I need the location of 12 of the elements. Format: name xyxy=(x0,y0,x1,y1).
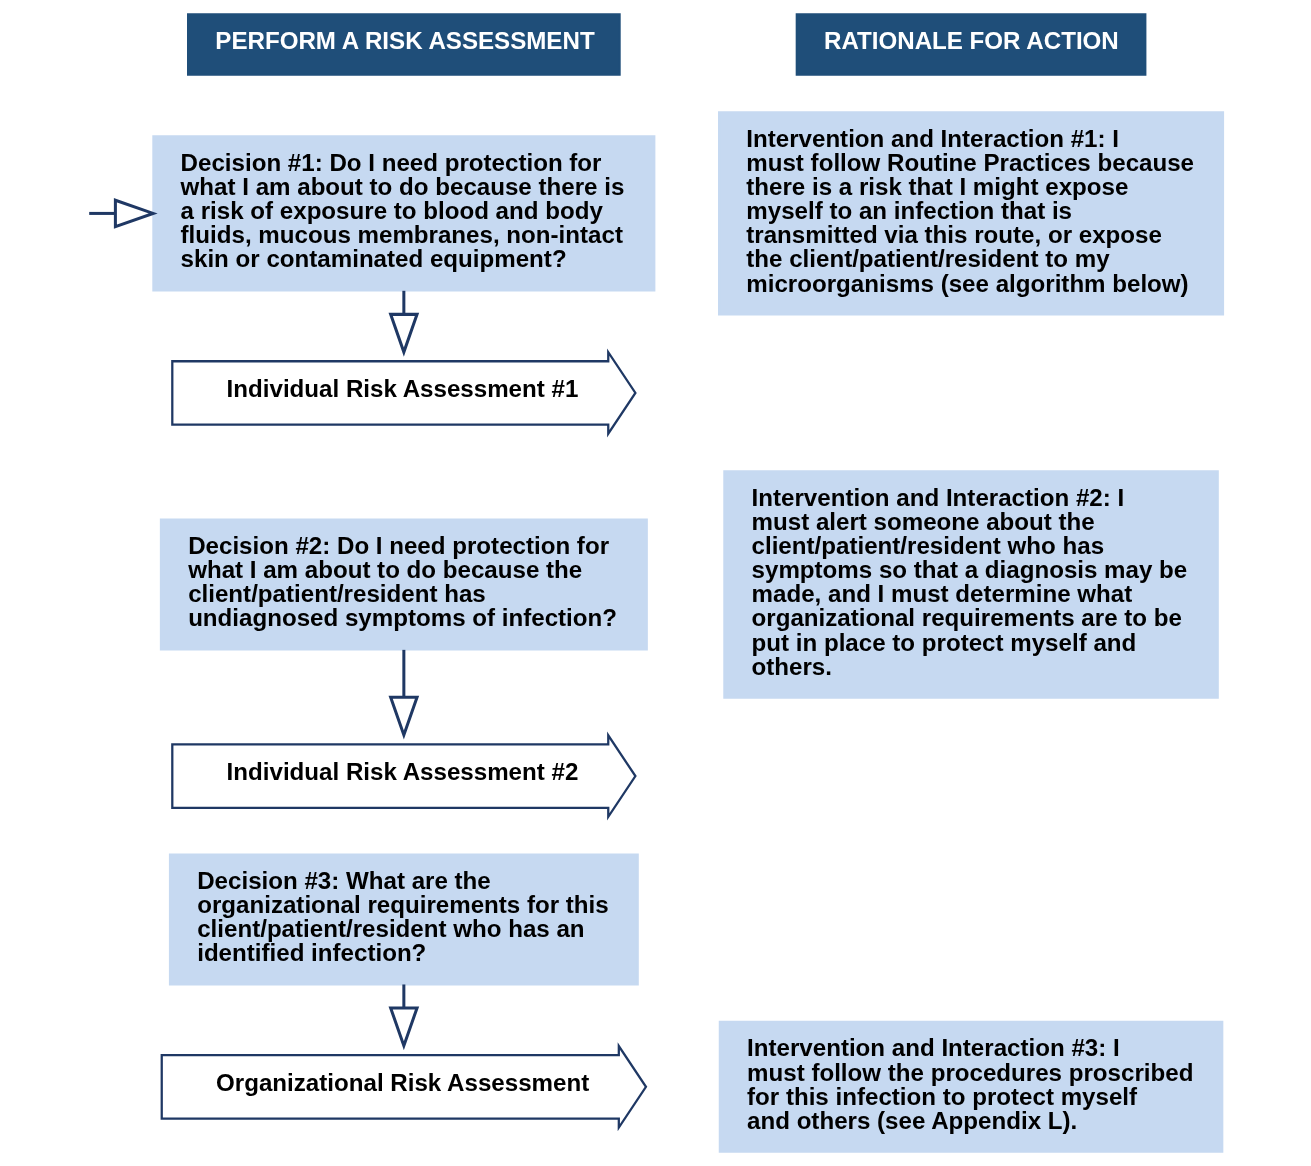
node-box: Intervention and Interaction #3: I must follow the procedures proscribed for this infection to protect myself and others (see Appendix L). xyxy=(718,1020,1224,1153)
arrow xyxy=(388,290,420,357)
node-box: Decision #3: What are the organizational requirements for this client/patient/resident who has an identified infection? xyxy=(168,853,639,986)
node-box: RATIONALE FOR ACTION xyxy=(795,13,1147,76)
node-box: Decision #1: Do I need protection for what I am about to do because there is a risk of exposure to blood and body fluids, mucous membranes, non-intact skin or contaminated equipment? xyxy=(152,135,656,292)
arrow xyxy=(388,649,420,740)
node-box: Decision #2: Do I need protection for what I am about to do because the client/patient/resident has undiagnosed symptoms of infection? xyxy=(159,518,648,651)
arrow xyxy=(388,984,420,1051)
node-box: Intervention and Interaction #2: I must alert someone about the client/patient/resident who has symptoms so that a diagnosis may be made, and I must determine what organizational requirements are to be put in place to protect myself and others. xyxy=(723,470,1219,699)
arrow xyxy=(89,198,158,229)
node-box: PERFORM A RISK ASSESSMENT xyxy=(187,13,621,76)
node-box: Intervention and Interaction #1: I must follow Routine Practices because there is a risk that I might expose myself to an infection that is transmitted via this route, or expose the client/patient/resident to my microorganisms (see algorithm below) xyxy=(718,111,1225,316)
